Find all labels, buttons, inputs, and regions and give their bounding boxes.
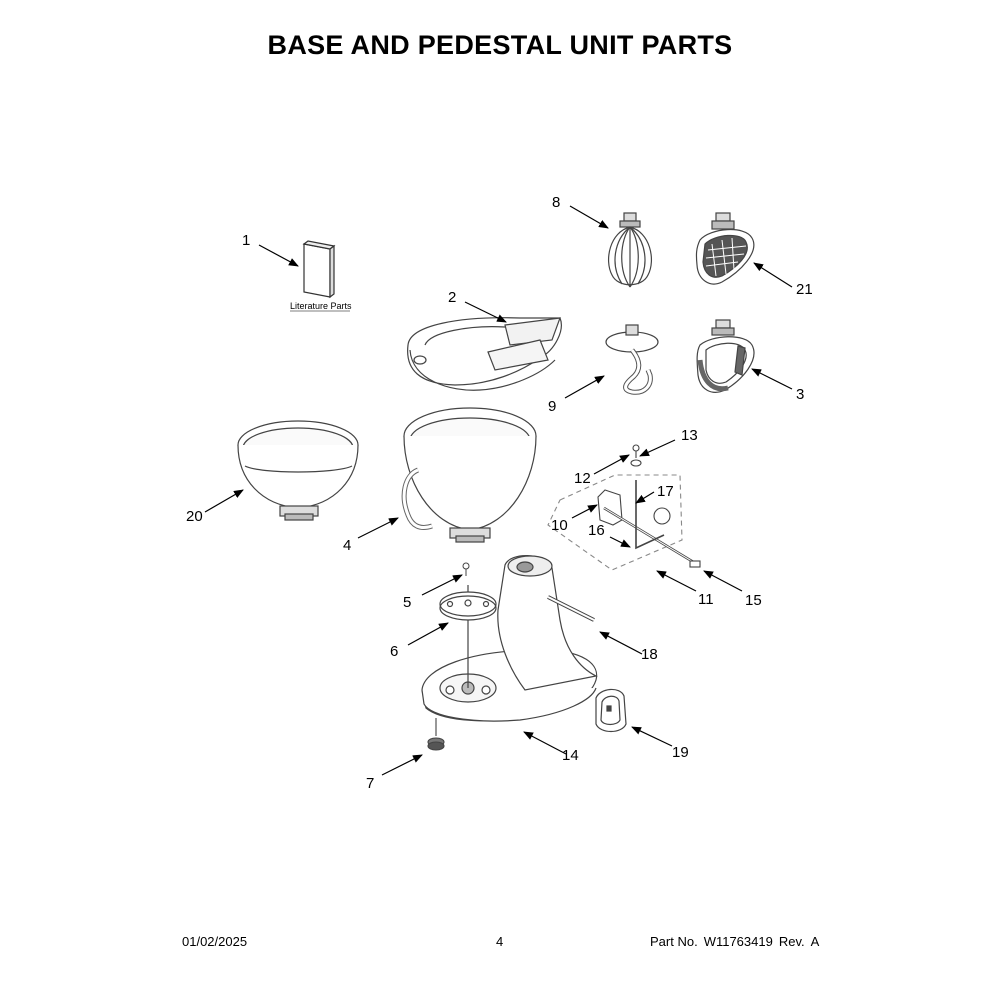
callout-1: 1 bbox=[242, 232, 250, 249]
mixing-bowl-alt bbox=[237, 420, 359, 521]
badge-cover bbox=[595, 688, 627, 733]
callout-6: 6 bbox=[390, 643, 398, 660]
callout-11: 11 bbox=[698, 591, 714, 608]
dough-hook bbox=[605, 324, 659, 395]
literature-parts-label: Literature Parts bbox=[290, 301, 352, 311]
part-number: W11763419 bbox=[703, 934, 773, 949]
rev-value: A bbox=[810, 934, 820, 949]
flex-edge-beater bbox=[695, 212, 755, 285]
callout-18: 18 bbox=[641, 646, 658, 663]
callout-numbers: 1 2 3 4 5 6 7 8 9 10 11 12 13 14 15 16 1… bbox=[186, 194, 813, 792]
screw-small bbox=[462, 562, 470, 576]
callout-12: 12 bbox=[574, 470, 591, 487]
bowl-with-handle bbox=[401, 407, 537, 543]
pedestal-base bbox=[421, 555, 598, 722]
callout-17: 17 bbox=[657, 483, 674, 500]
callout-13: 13 bbox=[681, 427, 698, 444]
callout-16: 16 bbox=[588, 522, 605, 539]
callout-15: 15 bbox=[745, 592, 762, 609]
callout-4: 4 bbox=[343, 537, 351, 554]
callout-9: 9 bbox=[548, 398, 556, 415]
wire-whip bbox=[608, 212, 652, 288]
callout-20: 20 bbox=[186, 508, 203, 525]
callout-7: 7 bbox=[366, 775, 374, 792]
rev-label: Rev. bbox=[778, 934, 805, 949]
callout-19: 19 bbox=[672, 744, 689, 761]
hinge-assembly bbox=[547, 444, 701, 571]
footer-page-number: 4 bbox=[496, 934, 504, 949]
footer-part-info: Part No. W11763419 Rev. A bbox=[650, 934, 825, 949]
callout-10: 10 bbox=[551, 517, 568, 534]
callout-14: 14 bbox=[562, 747, 579, 764]
pouring-shield bbox=[407, 317, 562, 391]
flat-beater bbox=[696, 319, 755, 393]
callout-5: 5 bbox=[403, 594, 411, 611]
page-title: BASE AND PEDESTAL UNIT PARTS bbox=[267, 30, 733, 60]
callout-21: 21 bbox=[796, 281, 813, 298]
rubber-foot bbox=[427, 718, 445, 751]
footer-date: 01/02/2025 bbox=[182, 934, 248, 949]
clamp-plate bbox=[439, 585, 497, 688]
part-no-label: Part No. bbox=[650, 934, 698, 949]
literature-booklet bbox=[302, 240, 336, 299]
callout-2: 2 bbox=[448, 289, 456, 306]
leader-arrows bbox=[204, 205, 793, 776]
callout-8: 8 bbox=[552, 194, 560, 211]
callout-3: 3 bbox=[796, 386, 804, 403]
pin-rod bbox=[547, 595, 595, 622]
